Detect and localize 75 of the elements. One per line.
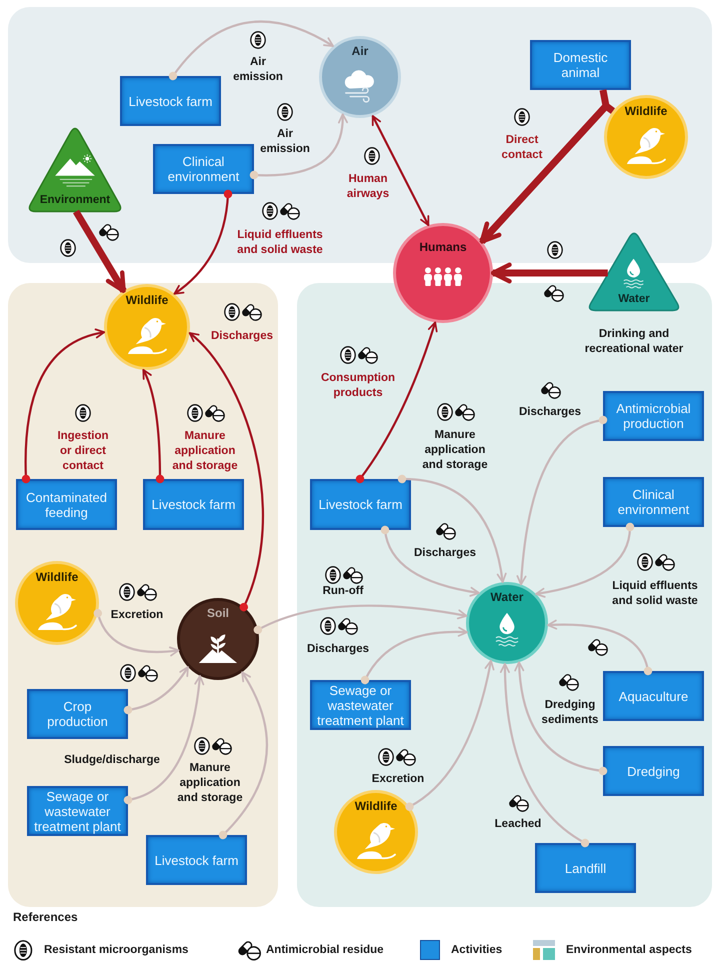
curved-arrow <box>124 666 189 714</box>
activity-box: Domestic animal <box>530 40 631 90</box>
node-title: Wildlife <box>624 104 668 119</box>
curved-arrow <box>94 609 180 656</box>
legend-label: Resistant microorganisms <box>44 943 188 958</box>
activity-box: Livestock farm <box>143 479 244 530</box>
edge-label: Discharges <box>306 642 370 657</box>
curved-arrow <box>356 322 438 484</box>
legend-label: Antimicrobial residue <box>266 943 384 958</box>
edge-label: Air emission <box>232 55 284 85</box>
edge-label: Liquid effluents and solid waste <box>236 228 324 258</box>
edge-label: Discharges <box>210 329 274 344</box>
edge-label: Dredging sediments <box>541 698 599 728</box>
activity-box: Antimicrobial production <box>603 391 704 441</box>
curved-arrow <box>535 522 634 598</box>
activity-box: Clinical environment <box>153 144 254 194</box>
node-title: Humans <box>419 240 467 254</box>
edge-label: Discharges <box>518 405 582 420</box>
activity-box: Landfill <box>535 843 636 893</box>
node-title: Water <box>490 590 524 604</box>
edge-label: Manure application and storage <box>172 429 238 474</box>
activity-box: Sewage or wastewater treatment plant <box>27 786 128 836</box>
node-title: Environment <box>40 193 110 208</box>
legend-label: Activities <box>451 943 502 958</box>
legend-label: Environmental aspects <box>566 943 692 958</box>
curved-arrow <box>254 604 468 634</box>
edge-label: Leached <box>494 817 542 832</box>
curved-arrow <box>168 20 334 80</box>
node-title: Wildlife <box>36 570 78 585</box>
curved-arrow <box>250 113 348 180</box>
activity-box: Aquaculture <box>603 671 704 721</box>
activity-box: Clinical environment <box>603 477 704 527</box>
arrow <box>372 115 430 226</box>
node-caption: Drinking and recreational water <box>584 327 684 357</box>
curved-arrow <box>514 661 608 776</box>
curved-arrow <box>22 329 106 484</box>
edge-label: Human airways <box>346 172 390 202</box>
curved-arrow <box>398 474 506 584</box>
curved-arrow <box>124 675 204 804</box>
curved-arrow <box>142 368 164 484</box>
node-title: Wildlife <box>126 293 168 308</box>
edge-label: Ingestion or direct contact <box>56 429 110 474</box>
edge-label: Manure application and storage <box>176 761 244 806</box>
activity-box: Livestock farm <box>146 835 247 885</box>
edge-label: Air emission <box>260 127 310 157</box>
curved-arrow <box>547 620 652 676</box>
activity-box: Livestock farm <box>120 76 221 126</box>
node-title: Water <box>618 292 650 307</box>
edge-label: Excretion <box>371 772 425 787</box>
edge-label: Manure application and storage <box>422 428 488 473</box>
node-title: Soil <box>207 606 229 621</box>
curved-arrow <box>188 332 264 612</box>
curved-arrow <box>516 416 608 586</box>
thick-arrow <box>490 262 608 284</box>
activity-box: Crop production <box>27 689 128 739</box>
activity-box: Contaminated feeding <box>16 479 117 530</box>
node-title: Air <box>352 44 368 58</box>
edge-label: Run-off <box>322 584 364 599</box>
legend-title: References <box>13 910 78 925</box>
edge-label: Direct contact <box>501 133 543 163</box>
edge-label: Liquid effluents and solid waste <box>612 579 698 609</box>
activity-box: Livestock farm <box>310 479 411 530</box>
node-title: Wildlife <box>354 799 398 814</box>
curved-arrow <box>218 671 268 840</box>
edge-label: Sludge/discharge <box>64 753 160 768</box>
curved-arrow <box>500 663 590 848</box>
curved-arrow <box>405 660 494 811</box>
edge-label: Excretion <box>110 608 164 623</box>
curved-arrow <box>380 526 480 597</box>
curved-arrow <box>174 190 232 295</box>
edge-label: Consumption products <box>320 371 396 401</box>
activity-box: Dredging <box>603 746 704 796</box>
edge-label: Discharges <box>413 546 477 561</box>
activity-box: Sewage or wastewater treatment plant <box>310 680 411 730</box>
curved-arrow <box>360 627 468 684</box>
